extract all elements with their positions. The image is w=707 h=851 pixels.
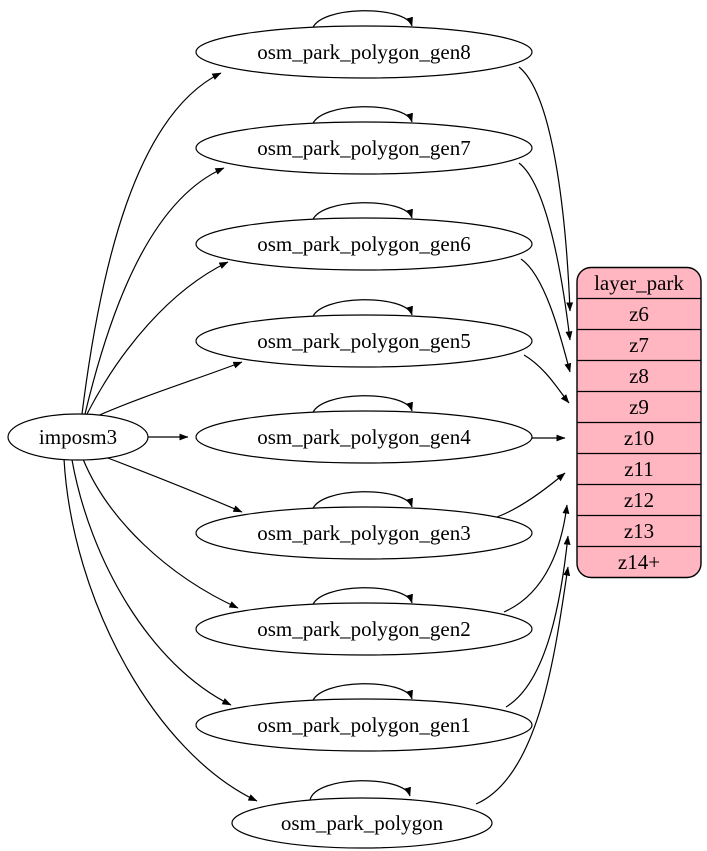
edge-imposm3-to-gen6 [86,261,229,415]
gen5-label: osm_park_polygon_gen5 [257,329,470,353]
layer-row-z8: z8 [629,364,649,388]
polygon-ellipse [231,797,493,849]
node-layer-park: layer_park z6 z7 z8 z9 z10 z11 z12 z13 z… [576,266,702,579]
node-osm-park-polygon-gen6: osm_park_polygon_gen6 [195,217,533,271]
self-loop-gen6 [311,202,413,223]
gen7-ellipse [195,121,533,175]
layer-row-z7: z7 [629,333,649,357]
node-osm-park-polygon: osm_park_polygon [231,797,493,849]
layer-row-z12: z12 [624,488,654,512]
gen3-label: osm_park_polygon_gen3 [257,521,470,545]
node-osm-park-polygon-gen1: osm_park_polygon_gen1 [195,698,533,752]
edge-imposm3-to-gen2 [82,458,239,609]
self-loop-gen5 [311,299,413,320]
gen7-label: osm_park_polygon_gen7 [257,136,470,160]
layer-row-z9: z9 [629,395,649,419]
layer-row-z13: z13 [624,519,654,543]
imposm3-ellipse [7,413,149,461]
edge-gen2-to-z12 [503,504,570,613]
edge-gen7-to-z7 [518,162,573,341]
gen2-ellipse [195,602,533,656]
edge-imposm3-to-gen1 [71,459,232,706]
self-loop-gen2 [311,587,413,608]
gen4-ellipse [195,410,533,464]
gen3-ellipse [195,506,533,560]
self-loop-gen8 [311,10,413,31]
edges-from-source [63,72,258,802]
node-imposm3: imposm3 [7,413,149,461]
node-osm-park-polygon-gen7: osm_park_polygon_gen7 [195,121,533,175]
edge-imposm3-to-polygon [63,458,258,802]
self-loop-gen3 [311,491,413,512]
self-loops [309,10,413,801]
edge-imposm3-to-gen8 [81,72,222,415]
edge-gen3-to-z11 [496,472,566,518]
gen8-ellipse [195,25,533,79]
edge-gen1-to-z13 [505,535,571,708]
node-osm-park-polygon-gen4: osm_park_polygon_gen4 [195,410,533,464]
polygon-label: osm_park_polygon [281,811,444,835]
edge-gen8-to-z6 [518,66,574,312]
gen1-label: osm_park_polygon_gen1 [257,713,470,737]
self-loop-gen1 [311,683,413,704]
gen4-label: osm_park_polygon_gen4 [257,425,471,449]
gen1-ellipse [195,698,533,752]
edge-imposm3-to-gen7 [84,167,225,415]
gen2-label: osm_park_polygon_gen2 [257,617,470,641]
self-loop-gen7 [311,106,413,127]
edge-imposm3-to-gen3 [99,454,243,513]
gen6-ellipse [195,217,533,271]
edges-to-layer [475,66,574,805]
node-osm-park-polygon-gen3: osm_park_polygon_gen3 [195,506,533,560]
node-osm-park-polygon-gen8: osm_park_polygon_gen8 [195,25,533,79]
edge-polygon-to-z14 [475,566,571,805]
gen5-ellipse [195,314,533,368]
layer-row-z6: z6 [629,302,649,326]
gen8-label: osm_park_polygon_gen8 [257,40,470,64]
edge-imposm3-to-gen5 [94,361,243,418]
self-loop-polygon [309,780,411,801]
node-osm-park-polygon-gen5: osm_park_polygon_gen5 [195,314,533,368]
layer-park-title: layer_park [594,271,684,295]
node-osm-park-polygon-gen2: osm_park_polygon_gen2 [195,602,533,656]
gen6-label: osm_park_polygon_gen6 [257,232,470,256]
layer-row-z10: z10 [624,426,654,450]
self-loop-gen4 [311,395,413,416]
edge-gen5-to-z9 [523,354,570,404]
layer-row-z11: z11 [624,457,654,481]
layer-row-z14plus: z14+ [618,550,660,574]
edge-gen6-to-z8 [520,258,572,373]
imposm3-label: imposm3 [39,425,117,449]
